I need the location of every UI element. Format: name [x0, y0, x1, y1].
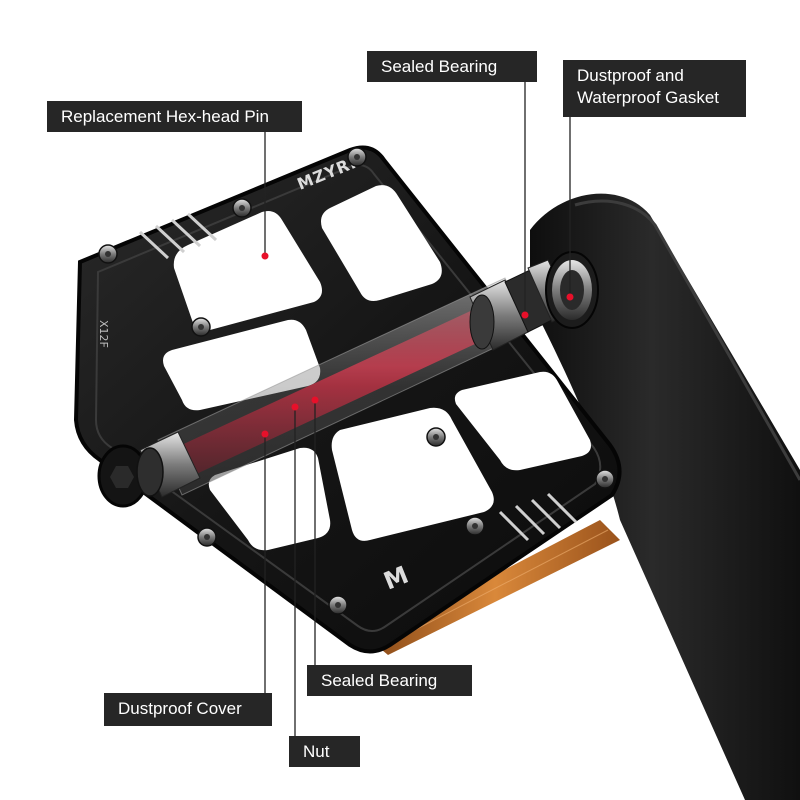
hex-pins — [98, 147, 615, 615]
stripes-top — [138, 212, 218, 260]
pedal-cutouts — [163, 185, 591, 551]
label-sealed-bearing-bottom: Sealed Bearing — [307, 665, 472, 696]
pin-icon — [328, 595, 348, 615]
axle-assembly — [136, 251, 599, 498]
label-sealed-bearing-top: Sealed Bearing — [367, 51, 537, 82]
marker-dot — [261, 430, 269, 438]
marker-dot — [261, 252, 269, 260]
pin-icon — [197, 527, 217, 547]
leader-lines — [264, 82, 571, 736]
label-hex-pin: Replacement Hex-head Pin — [47, 101, 302, 132]
pin-icon — [426, 427, 446, 447]
label-nut: Nut — [289, 736, 360, 767]
stripes-bottom — [498, 492, 578, 542]
pin-icon — [595, 469, 615, 489]
crank-arm — [530, 193, 800, 800]
pin-icon — [347, 147, 367, 167]
marker-dot — [521, 311, 529, 319]
gasket — [545, 251, 599, 329]
model-text: X12F — [97, 320, 110, 348]
marker-dots — [261, 252, 574, 438]
marker-dot — [291, 403, 299, 411]
pin-icon — [232, 198, 252, 218]
label-gasket: Dustproof and Waterproof Gasket — [563, 60, 746, 117]
pin-icon — [191, 317, 211, 337]
pin-icon — [98, 244, 118, 264]
label-dustproof-cover: Dustproof Cover — [104, 693, 272, 726]
marker-dot — [566, 293, 574, 301]
pin-icon — [465, 516, 485, 536]
marker-dot — [311, 396, 319, 404]
